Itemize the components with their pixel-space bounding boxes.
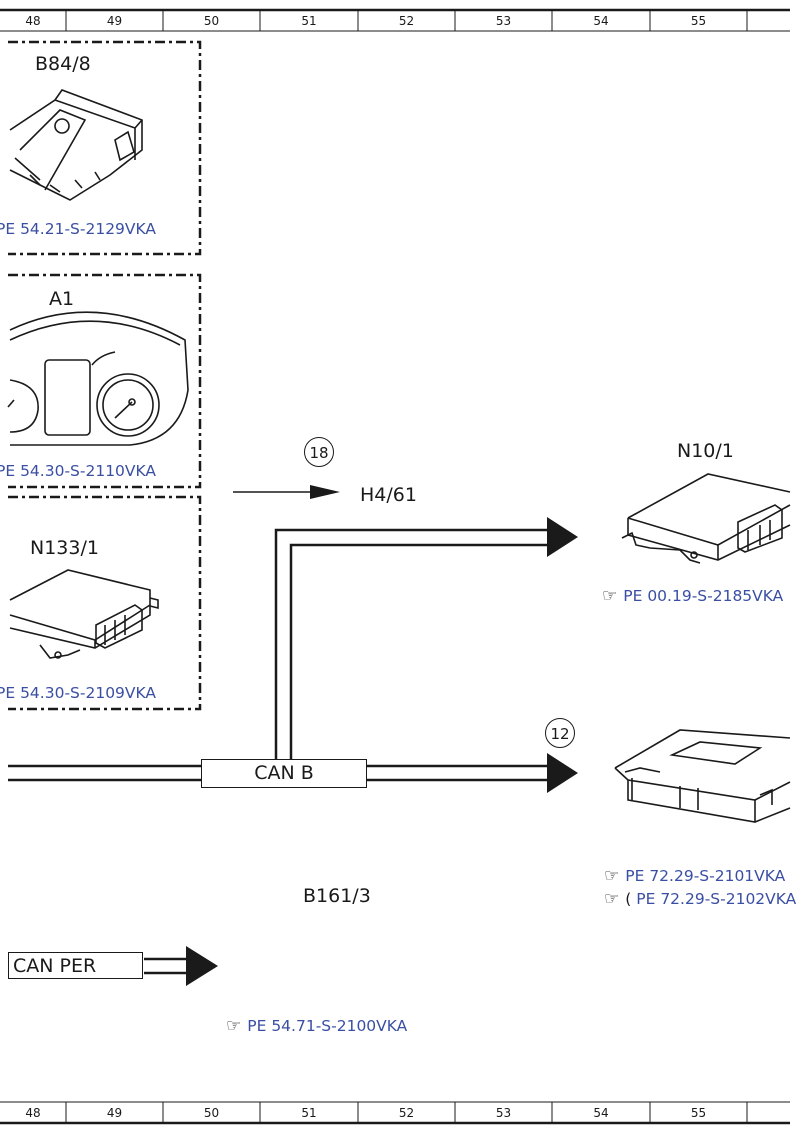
top-ruler: 48 49 50 51 52 53 54 55 xyxy=(0,11,798,31)
b161-3-label: B161/3 xyxy=(303,885,371,907)
ruler-col-50: 50 xyxy=(203,14,220,28)
ruler-col-51: 51 xyxy=(301,1106,317,1120)
b84-8-reference-link[interactable]: PE 54.21-S-2129VKA xyxy=(0,220,157,238)
a1-label: A1 xyxy=(49,288,75,310)
bottom-ruler: 48 49 50 51 52 53 54 55 xyxy=(0,1103,798,1123)
a1-reference-link[interactable]: PE 54.30-S-2110VKA xyxy=(0,462,157,480)
ruler-col-53: 53 xyxy=(495,1106,512,1120)
b161-3-reference-text: PE 54.71-S-2100VKA xyxy=(247,1017,408,1035)
ruler-col-48: 48 xyxy=(25,1106,41,1120)
b84-8-label: B84/8 xyxy=(35,53,91,75)
h4-61-label: H4/61 xyxy=(360,484,417,506)
ruler-col-55: 55 xyxy=(690,14,707,28)
n10-1-label: N10/1 xyxy=(677,440,734,462)
ruler-col-53: 53 xyxy=(495,14,512,28)
pointing-hand-icon: ☞ xyxy=(602,586,618,606)
ruler-col-54: 54 xyxy=(593,14,609,28)
connection-marker-18: 18 xyxy=(304,437,334,467)
ruler-col-50: 50 xyxy=(203,1106,220,1120)
n10-1-reference-link[interactable]: ☞ PE 00.19-S-2185VKA xyxy=(602,586,783,606)
ruler-col-49: 49 xyxy=(106,1106,123,1120)
a1-drawing xyxy=(7,311,189,446)
pointing-hand-icon: ☞ xyxy=(226,1016,242,1036)
b84-8-drawing xyxy=(9,89,143,201)
pointing-hand-icon: ☞ xyxy=(604,866,620,886)
pointing-hand-icon: ☞ xyxy=(604,889,620,909)
reference-prefix: ( xyxy=(625,890,632,908)
unit-12-reference-text-2: PE 72.29-S-2102VKA xyxy=(636,890,797,908)
ruler-col-52: 52 xyxy=(398,14,415,28)
unit-12-reference-text-1: PE 72.29-S-2101VKA xyxy=(625,867,786,885)
ruler-col-55: 55 xyxy=(690,1106,707,1120)
ruler-col-49: 49 xyxy=(106,14,123,28)
unit-12-reference-link-1[interactable]: ☞ PE 72.29-S-2101VKA xyxy=(604,866,785,886)
connection-marker-12: 12 xyxy=(545,718,575,748)
n10-1-reference-text: PE 00.19-S-2185VKA xyxy=(623,587,784,605)
ruler-col-52: 52 xyxy=(398,1106,415,1120)
ruler-col-51: 51 xyxy=(301,14,317,28)
ruler-col-54: 54 xyxy=(593,1106,609,1120)
can-b-bus-label: CAN B xyxy=(201,759,367,788)
n133-1-label: N133/1 xyxy=(30,537,99,559)
ruler-col-48: 48 xyxy=(25,14,41,28)
n10-1-drawing xyxy=(621,473,791,564)
b161-3-reference-link[interactable]: ☞ PE 54.71-S-2100VKA xyxy=(226,1016,407,1036)
can-per-bus-label: CAN PER xyxy=(8,952,143,979)
unit-12-drawing xyxy=(614,729,791,823)
unit-12-reference-link-2[interactable]: ☞ ( PE 72.29-S-2102VKA xyxy=(604,889,796,909)
n133-1-reference-link[interactable]: PE 54.30-S-2109VKA xyxy=(0,684,157,702)
n133-1-drawing xyxy=(9,569,159,659)
